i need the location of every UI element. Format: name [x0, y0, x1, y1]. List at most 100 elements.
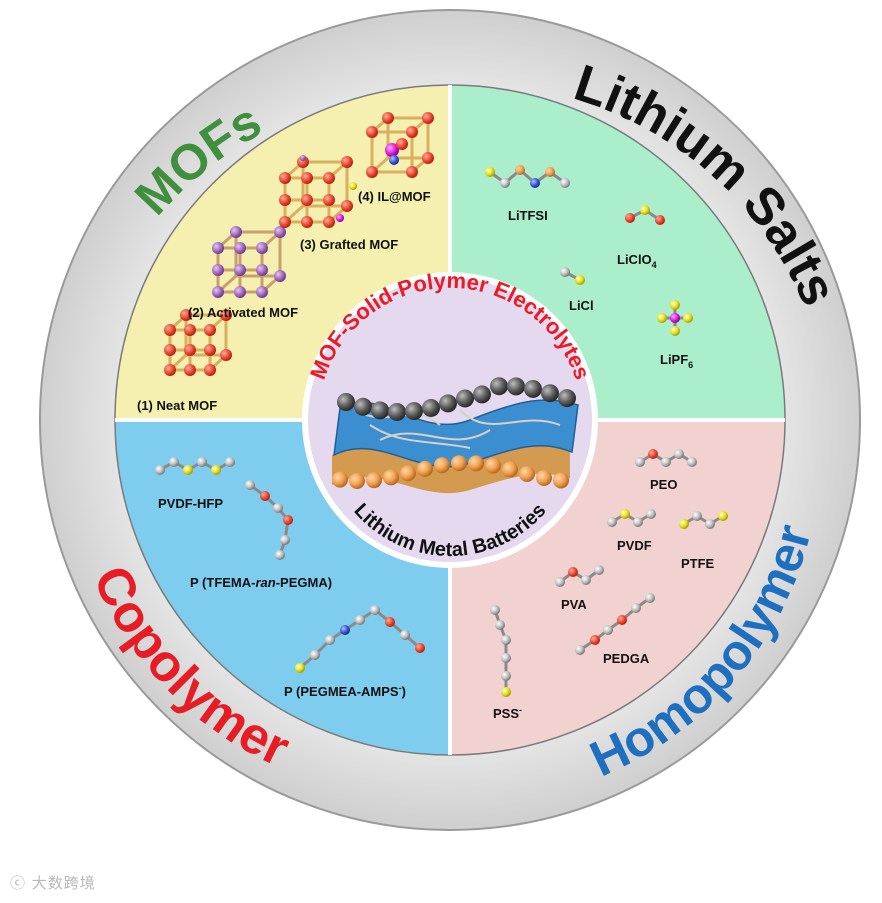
- mof-node-icon: [406, 166, 418, 178]
- atom-icon: [400, 630, 410, 640]
- mof-node-icon: [234, 286, 246, 298]
- atom-icon: [594, 565, 604, 575]
- atom-icon: [211, 465, 221, 475]
- anode-particle-icon: [507, 377, 525, 396]
- pss-molecule-icon: [490, 605, 511, 697]
- atom-icon: [581, 575, 591, 585]
- atom-icon: [705, 519, 715, 529]
- atom-icon: [640, 205, 650, 215]
- anode-particle-icon: [473, 385, 491, 404]
- cathode-particle-icon: [400, 465, 416, 482]
- atom-icon: [631, 603, 641, 613]
- atom-icon: [283, 515, 293, 525]
- atom-icon: [355, 615, 365, 625]
- mof-node-icon: [279, 194, 291, 206]
- atom-icon: [560, 267, 570, 277]
- mof-node-icon: [204, 364, 216, 376]
- tfema-pegma-label: P (TFEMA-ran-PEGMA): [190, 575, 332, 590]
- mof-node-icon: [256, 286, 268, 298]
- mof-node-icon: [341, 200, 353, 212]
- atom-icon: [340, 625, 350, 635]
- mof-node-icon: [164, 364, 176, 376]
- mof-node-icon: [220, 349, 232, 361]
- anode-particle-icon: [422, 398, 440, 417]
- peo-molecule-icon: [635, 449, 697, 467]
- atom-icon: [545, 167, 555, 177]
- atom-icon: [633, 517, 643, 527]
- lipf6-label: LiPF6: [660, 352, 693, 370]
- mof-node-icon: [406, 126, 418, 138]
- neat-mof-label: (1) Neat MOF: [137, 398, 217, 413]
- atom-icon: [670, 300, 680, 310]
- atom-icon: [617, 615, 627, 625]
- atom-icon: [530, 178, 540, 188]
- mof-node-icon: [212, 286, 224, 298]
- atom-icon: [648, 449, 658, 459]
- atom-icon: [590, 635, 600, 645]
- graft-icon: [336, 214, 344, 222]
- atom-icon: [183, 465, 193, 475]
- cathode-particle-icon: [417, 460, 433, 477]
- mof-node-icon: [164, 344, 176, 356]
- atom-icon: [495, 620, 505, 630]
- graft-icon: [349, 182, 357, 190]
- atom-icon: [555, 577, 565, 587]
- il-mof-label: (4) IL@MOF: [358, 189, 431, 204]
- pva-molecule-icon: [555, 565, 604, 587]
- anode-particle-icon: [558, 389, 576, 408]
- atom-icon: [275, 550, 285, 560]
- atom-icon: [683, 313, 693, 323]
- grafted-mof-label: (3) Grafted MOF: [300, 237, 398, 252]
- cathode-particle-icon: [366, 472, 382, 489]
- atom-icon: [225, 457, 235, 467]
- anode-particle-icon: [371, 401, 389, 420]
- mof-node-icon: [341, 156, 353, 168]
- atom-icon: [370, 605, 380, 615]
- mof-node-icon: [366, 126, 378, 138]
- mof-node-icon: [301, 194, 313, 206]
- atom-icon: [620, 509, 630, 519]
- battery-layers-illustration: [332, 377, 579, 494]
- atom-icon: [568, 567, 578, 577]
- mof-node-icon: [279, 172, 291, 184]
- pedga-molecule-icon: [575, 593, 655, 655]
- mof-node-icon: [184, 344, 196, 356]
- anode-particle-icon: [524, 379, 542, 398]
- ptfe-label: PTFE: [681, 556, 715, 571]
- mof-node-icon: [184, 364, 196, 376]
- mof-node-icon: [212, 242, 224, 254]
- cathode-particle-icon: [468, 455, 484, 472]
- mof-node-icon: [323, 172, 335, 184]
- ptfe-molecule-icon: [679, 511, 728, 529]
- pvdf-hfp-label: PVDF-HFP: [158, 496, 223, 511]
- watermark: ⓒ 大数跨境: [10, 872, 96, 893]
- atom-icon: [280, 535, 290, 545]
- watermark-icon: ⓒ: [10, 874, 27, 892]
- watermark-text: 大数跨境: [31, 874, 96, 892]
- pvdf-label: PVDF: [617, 538, 652, 553]
- liclo4-molecule-icon: [625, 205, 665, 225]
- mof-node-icon: [234, 264, 246, 276]
- atom-icon: [501, 635, 511, 645]
- pegmea-amps-molecule-icon: [295, 605, 425, 673]
- cathode-particle-icon: [519, 465, 535, 482]
- litfsi-molecule-icon: [485, 165, 570, 188]
- cathode-particle-icon: [485, 457, 501, 474]
- anode-particle-icon: [405, 402, 423, 421]
- atom-icon: [485, 167, 495, 177]
- mof-node-icon: [422, 112, 434, 124]
- atom-icon: [245, 480, 255, 490]
- molecule-models: [155, 165, 728, 697]
- atom-icon: [501, 687, 511, 697]
- licl-molecule-icon: [560, 267, 585, 285]
- atom-icon: [670, 326, 680, 336]
- mof-node-icon: [323, 216, 335, 228]
- anode-particle-icon: [456, 389, 474, 408]
- atom-icon: [325, 635, 335, 645]
- atom-icon: [674, 449, 684, 459]
- mof-node-icon: [230, 226, 242, 238]
- pva-label: PVA: [561, 597, 587, 612]
- cathode-particle-icon: [536, 469, 552, 486]
- atom-icon: [501, 653, 511, 663]
- liclo4-label: LiClO4: [617, 252, 657, 270]
